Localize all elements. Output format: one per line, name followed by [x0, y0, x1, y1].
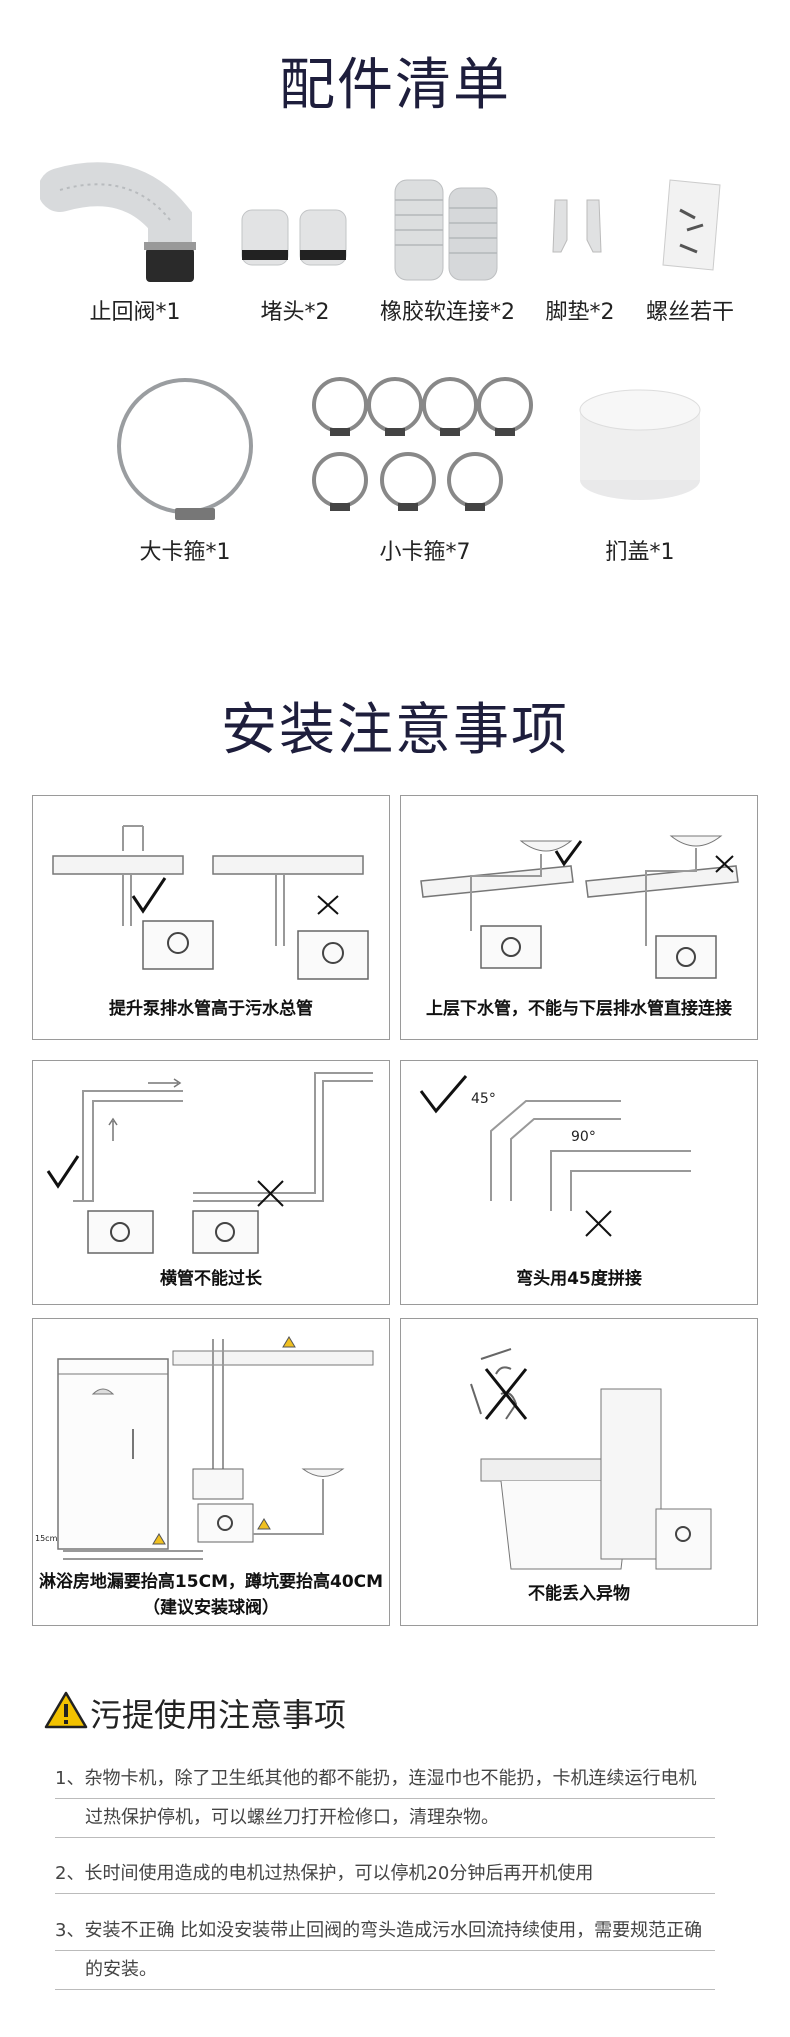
- accessory-label: 小卡箍*7: [379, 540, 471, 565]
- accessory-check-valve: 止回阀*1: [38, 160, 230, 326]
- accessory-label: 扪盖*1: [605, 540, 675, 565]
- plug-image: [241, 209, 347, 266]
- panel-caption: 上层下水管，不能与下层排水管直接连接: [426, 999, 732, 1019]
- screws-image: [662, 179, 721, 271]
- usage-note-line: 的安装。: [55, 1951, 715, 1990]
- usage-note-line: 3、安装不正确 比如没安装带止回阀的弯头造成污水回流持续使用，需要规范正确: [55, 1912, 715, 1951]
- panel-shower-drain-raise: 15cm 淋浴房地漏要抬高15CM，蹲坑要抬高40CM （建议安装球阀）: [32, 1318, 390, 1626]
- panel-caption: 横管不能过长: [160, 1269, 262, 1289]
- usage-note-2: 2、长时间使用造成的电机过热保护，可以停机20分钟后再开机使用: [55, 1855, 715, 1894]
- panel-2-illustration: [420, 835, 739, 979]
- accessory-plug: 堵头*2: [230, 190, 360, 326]
- panel-caption-line2: （建议安装球阀）: [143, 1598, 279, 1618]
- usage-note-3: 3、安装不正确 比如没安装带止回阀的弯头造成污水回流持续使用，需要规范正确 的安…: [55, 1912, 715, 1990]
- panel-upper-downpipe: 上层下水管，不能与下层排水管直接连接: [400, 795, 758, 1040]
- usage-notes-title: 污提使用注意事项: [90, 1696, 347, 1734]
- accessory-label: 脚垫*2: [545, 300, 615, 325]
- panel-pump-above-sewer: 提升泵排水管高于污水总管: [32, 795, 390, 1040]
- accessory-small-clamp: 小卡箍*7: [300, 370, 550, 566]
- panel-horizontal-pipe: 横管不能过长: [32, 1060, 390, 1305]
- foot-pad-image: [552, 199, 602, 253]
- panel-45-degree-elbow: 45° 90° 弯头用45度拼接: [400, 1060, 758, 1305]
- usage-note-line: 2、长时间使用造成的电机过热保护，可以停机20分钟后再开机使用: [55, 1855, 715, 1894]
- accessory-label: 堵头*2: [260, 300, 330, 325]
- accessory-large-clamp: 大卡箍*1: [105, 370, 265, 566]
- usage-note-line: 过热保护停机，可以螺丝刀打开检修口，清理杂物。: [55, 1799, 715, 1838]
- panel-caption: 弯头用45度拼接: [516, 1269, 642, 1289]
- angle-90-label: 90°: [571, 1129, 596, 1145]
- panel-3-illustration: [46, 1072, 373, 1254]
- accessory-label: 橡胶软连接*2: [380, 300, 515, 325]
- installation-notes-title: 安装注意事项: [221, 698, 569, 763]
- panel-caption: 淋浴房地漏要抬高15CM，蹲坑要抬高40CM （建议安装球阀）: [33, 1569, 389, 1621]
- usage-note-1: 1、杂物卡机，除了卫生纸其他的都不能扔，连湿巾也不能扔，卡机连续运行电机 过热保…: [55, 1760, 715, 1838]
- panel-1-illustration: [52, 825, 369, 980]
- large-clamp-image: [117, 378, 253, 520]
- panel-6-illustration: [470, 1348, 712, 1570]
- accessory-rubber-connector: 橡胶软连接*2: [365, 170, 530, 326]
- accessory-label: 止回阀*1: [89, 300, 181, 325]
- check-valve-image: [38, 162, 196, 282]
- accessory-screws: 螺丝若干: [625, 170, 755, 326]
- accessories-title: 配件清单: [279, 53, 511, 118]
- panel-no-foreign-objects: 不能丢入异物: [400, 1318, 758, 1626]
- panel-4-illustration: 45° 90°: [419, 1075, 691, 1237]
- height-15cm-mark: 15cm: [35, 1534, 58, 1543]
- panel-5-illustration: 15cm: [35, 1336, 374, 1560]
- accessory-label: 螺丝若干: [645, 300, 734, 325]
- small-clamp-image: [312, 377, 533, 511]
- accessory-label: 大卡箍*1: [139, 540, 231, 565]
- warning-icon: [44, 1691, 88, 1729]
- accessory-foot-pad: 脚垫*2: [535, 190, 625, 326]
- usage-note-line: 1、杂物卡机，除了卫生纸其他的都不能扔，连湿巾也不能扔，卡机连续运行电机: [55, 1760, 715, 1799]
- cover-image: [579, 389, 701, 500]
- rubber-connector-image: [394, 179, 498, 281]
- accessory-cover: 扪盖*1: [570, 380, 710, 566]
- angle-45-label: 45°: [471, 1091, 496, 1107]
- panel-caption: 提升泵排水管高于污水总管: [109, 999, 313, 1019]
- panel-caption: 不能丢入异物: [528, 1584, 630, 1604]
- panel-caption-line1: 淋浴房地漏要抬高15CM，蹲坑要抬高40CM: [38, 1572, 384, 1592]
